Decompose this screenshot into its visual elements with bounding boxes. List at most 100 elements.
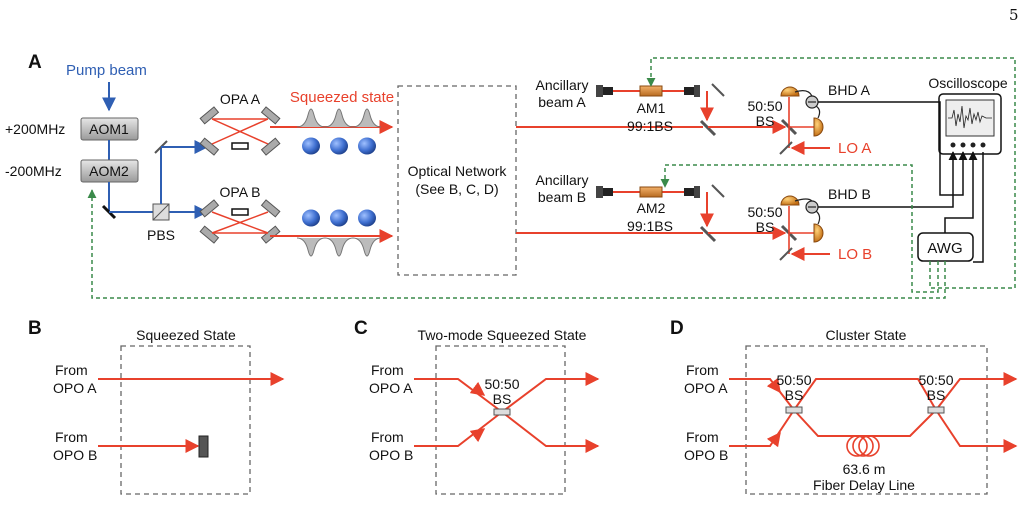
panel-d-bs1-label: BS <box>785 387 804 403</box>
panel-a-letter: A <box>28 52 42 73</box>
panel-c-letter: C <box>354 318 368 339</box>
oscilloscope <box>938 93 1002 155</box>
panel-c-opo-b: OPO B <box>369 447 413 463</box>
panel-b-beam-block <box>198 435 209 458</box>
panel-d-letter: D <box>670 318 684 339</box>
panel-b-from-a: From <box>55 362 88 378</box>
lo-a-mirror <box>779 141 793 155</box>
panel-d-upper-path <box>793 378 937 411</box>
opa-b-cavity <box>199 199 281 244</box>
awg-label: AWG <box>927 240 962 257</box>
panel-d-lower-path <box>793 409 937 437</box>
bhd-a-label: BHD A <box>828 82 871 98</box>
panel-c-from-b: From <box>371 429 404 445</box>
aom-feedback-line <box>87 189 946 299</box>
pbs-label: PBS <box>147 227 175 243</box>
squeezed-pulses-top <box>296 108 382 128</box>
panel-d-opo-b: OPO B <box>684 447 728 463</box>
am2-label: AM2 <box>637 200 666 216</box>
panel-c-bs-ratio: 50:50 <box>484 376 519 392</box>
fiber-delay-line-label: Fiber Delay Line <box>813 477 915 493</box>
bhd-b-label: BHD B <box>828 186 871 202</box>
bs-50-50-a-label: 50:50 <box>747 98 782 114</box>
squeezed-balls-top <box>302 137 376 155</box>
panel-b-opo-a: OPO A <box>53 380 97 396</box>
panel-d-from-b: From <box>686 429 719 445</box>
pbs-diagonal <box>152 203 170 221</box>
panel-d-from-a: From <box>686 362 719 378</box>
panel-d-output-a <box>935 372 1018 411</box>
bs-50-50-b-label: 50:50 <box>747 204 782 220</box>
lo-b-label: LO B <box>838 246 872 263</box>
ancillary-a-label: Ancillary <box>536 77 589 93</box>
fiber-delay-coil <box>846 435 880 457</box>
panel-c-opo-a: OPO A <box>369 380 413 396</box>
panel-c-from-a: From <box>371 362 404 378</box>
panel-c-arrow-a <box>469 381 486 396</box>
panel-d-bs2-label: BS <box>927 387 946 403</box>
ancillary-b-mirror <box>711 184 725 198</box>
ancillary-a-mirror <box>711 83 725 97</box>
aom1-frequency: +200MHz <box>5 121 65 137</box>
panel-d-opo-a: OPO A <box>684 380 728 396</box>
optical-network-label: Optical Network <box>408 163 508 179</box>
bhd-a-signal-cable <box>818 101 968 196</box>
bs-50-50-a-sublabel: BS <box>756 113 775 129</box>
panel-d-bs1-ratio: 50:50 <box>776 372 811 388</box>
lo-a-label: LO A <box>838 140 871 157</box>
aom2-label: AOM2 <box>89 163 129 179</box>
bhd-b-signal-cable <box>818 151 958 208</box>
panel-d-bs2-ratio: 50:50 <box>918 372 953 388</box>
ancillary-a-fiber <box>596 85 700 97</box>
panel-d-beam-splitter-1 <box>785 406 803 414</box>
squeezed-pulses-bottom <box>296 237 382 257</box>
panel-d-arrow-a <box>766 377 781 394</box>
awg-to-oscilloscope-cable <box>944 151 978 233</box>
panel-d-arrow-b <box>766 431 781 448</box>
lo-b-mirror <box>779 247 793 261</box>
bhd-a-detector-right <box>813 117 824 137</box>
oscilloscope-label: Oscilloscope <box>928 75 1008 91</box>
page-number: 5 <box>1009 6 1019 24</box>
aom1-label: AOM1 <box>89 121 129 137</box>
panel-c-arrow-b <box>469 428 486 443</box>
ancillary-a-sublabel: beam A <box>538 94 586 110</box>
ancillary-b-fiber <box>596 186 700 198</box>
bhd-a-detector-top <box>780 86 800 97</box>
opa-a-cavity <box>199 106 281 156</box>
ancillary-b-sublabel: beam B <box>538 189 586 205</box>
am1-label: AM1 <box>637 100 666 116</box>
panel-b-letter: B <box>28 318 42 339</box>
am2-feedback-line <box>660 164 939 293</box>
am1-feedback-line <box>646 57 1016 289</box>
aom2-frequency: -200MHz <box>5 163 62 179</box>
panel-c-bs-label: BS <box>493 391 512 407</box>
panel-c-beam-splitter <box>493 408 511 416</box>
bs-99-1-b-label: 99:1BS <box>627 218 673 234</box>
bs-99-1-a-label: 99:1BS <box>627 118 673 134</box>
panel-c-box <box>435 345 566 495</box>
pump-beam-label: Pump beam <box>66 62 147 79</box>
optical-network-box <box>397 85 517 276</box>
ancillary-b-label: Ancillary <box>536 172 589 188</box>
oscilloscope-return-cable <box>973 152 984 263</box>
bhd-b-detector-right <box>813 223 824 243</box>
squeezed-balls-bottom <box>302 209 376 227</box>
optical-network-sublabel: (See B, C, D) <box>415 181 498 197</box>
bs-50-50-b-sublabel: BS <box>756 219 775 235</box>
fiber-length-label: 63.6 m <box>843 461 886 477</box>
panel-d-input-b <box>729 409 795 447</box>
panel-c-title: Two-mode Squeezed State <box>418 327 587 343</box>
opa-a-label: OPA A <box>220 91 261 107</box>
bhd-b-detector-top <box>780 195 800 206</box>
panel-d-beam-splitter-2 <box>927 406 945 414</box>
panel-d-box <box>745 345 988 495</box>
panel-b-title: Squeezed State <box>136 327 236 343</box>
panel-b-opo-b: OPO B <box>53 447 97 463</box>
squeezed-state-label: Squeezed state <box>290 89 394 106</box>
panel-d-output-b <box>935 409 1018 453</box>
panel-d-title: Cluster State <box>826 327 907 343</box>
panel-b-box <box>120 345 251 495</box>
opa-b-label: OPA B <box>220 184 261 200</box>
